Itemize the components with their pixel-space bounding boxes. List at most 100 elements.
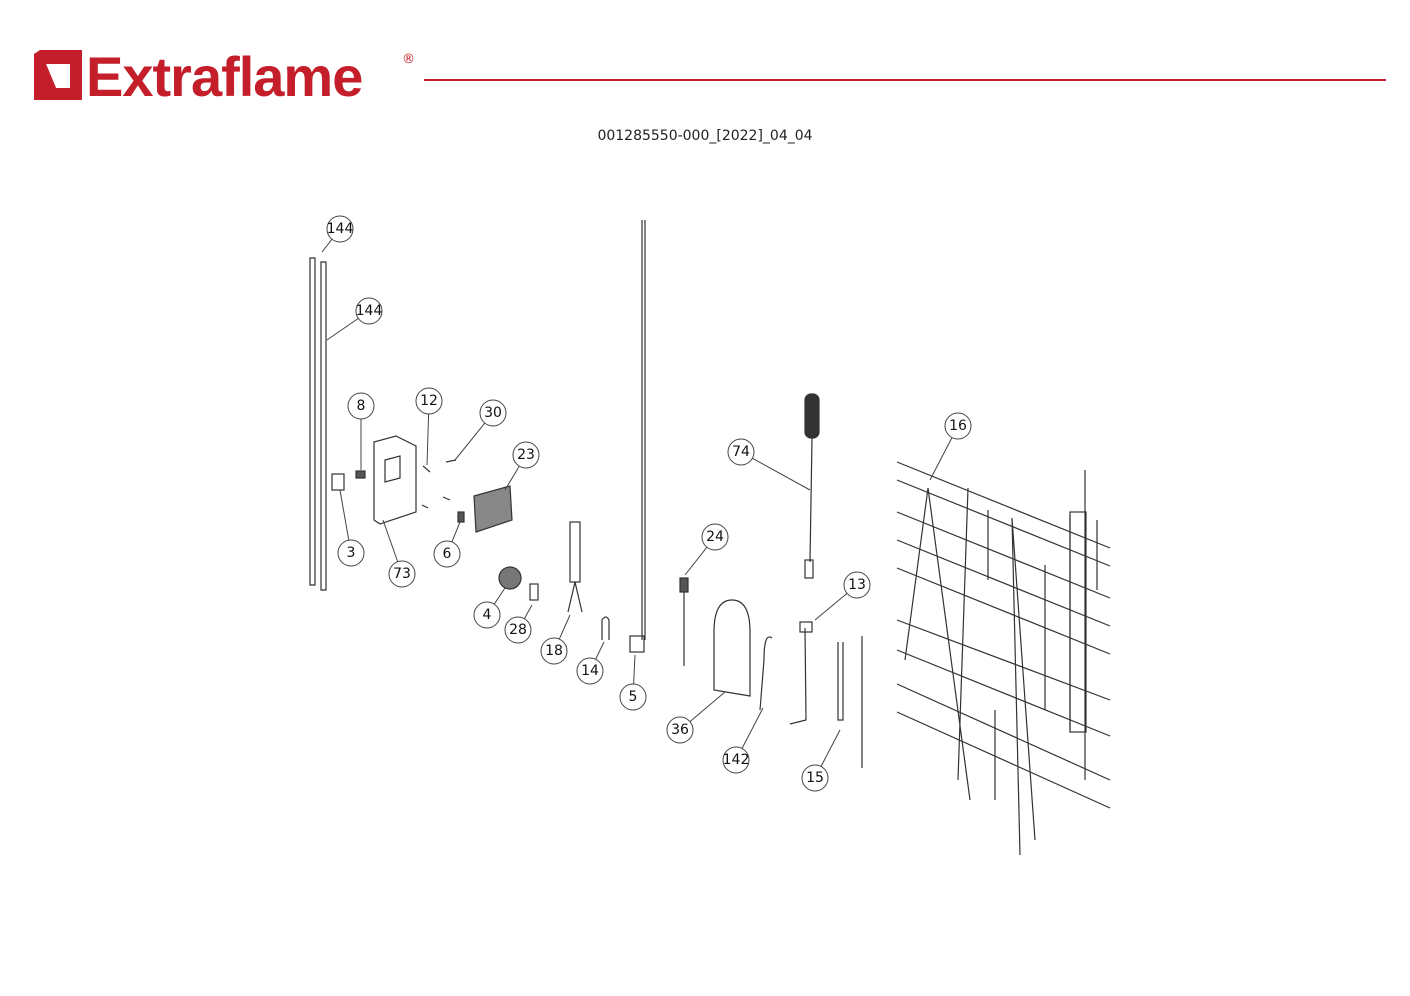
callout-circle	[473, 601, 501, 629]
callout-label: 4	[483, 607, 492, 623]
leader-line	[929, 437, 953, 481]
callout-23: 23	[504, 441, 540, 491]
part-cover	[713, 599, 751, 697]
callout-circle	[355, 297, 383, 325]
callout-circle	[666, 716, 694, 744]
callout-circle	[337, 539, 365, 567]
callout-label: 142	[723, 752, 750, 768]
callout-group: 144 144 8 12 30 23 3 73 6 4 28 18 14 5 24 74 13 36 142 15 16	[321, 215, 972, 792]
callout-5: 5	[619, 654, 647, 711]
part-control-board	[473, 485, 513, 533]
callout-label: 24	[706, 529, 724, 545]
callout-circle	[512, 441, 540, 469]
part-5	[629, 635, 645, 653]
leader-line	[339, 489, 350, 541]
part-28	[529, 583, 539, 601]
callout-14: 14	[576, 641, 605, 685]
callout-15: 15	[801, 729, 841, 792]
registered-mark: ®	[402, 52, 415, 67]
callout-6: 6	[433, 521, 461, 568]
callout-28: 28	[504, 604, 533, 644]
callout-4: 4	[473, 587, 506, 629]
callout-label: 12	[420, 393, 438, 409]
callout-24: 24	[684, 523, 729, 576]
callout-circle	[504, 616, 532, 644]
callout-label: 16	[949, 418, 967, 434]
callout-circle	[479, 399, 507, 427]
part-wiring-harness	[896, 461, 1111, 856]
callout-circle	[433, 540, 461, 568]
part-142	[759, 636, 773, 711]
callout-16: 16	[929, 412, 972, 481]
callout-label: 15	[806, 770, 824, 786]
part-cable-13	[789, 627, 807, 725]
callout-18: 18	[540, 614, 571, 665]
leader-line	[454, 422, 486, 461]
leader-line	[595, 641, 605, 660]
callout-3: 3	[337, 489, 365, 567]
callout-circle	[326, 215, 354, 243]
callout-label: 13	[848, 577, 866, 593]
callout-circle	[347, 392, 375, 420]
part-pressure-switch	[498, 566, 522, 590]
part-14	[601, 616, 610, 640]
part-rod	[320, 261, 327, 591]
callout-circle	[415, 387, 443, 415]
part-bracket	[373, 435, 417, 525]
callout-circle	[801, 764, 829, 792]
leader-line	[684, 546, 708, 576]
leader-line	[493, 587, 506, 605]
leader-line	[523, 604, 533, 619]
part-switch	[331, 473, 345, 491]
callout-label: 30	[484, 405, 502, 421]
callout-144: 144	[326, 297, 383, 341]
callout-circle	[944, 412, 972, 440]
callout-circle	[843, 571, 871, 599]
callout-30: 30	[454, 399, 507, 461]
leader-line	[820, 729, 841, 767]
callout-8: 8	[347, 392, 375, 470]
callout-label: 18	[545, 643, 563, 659]
callout-36: 36	[666, 691, 726, 744]
leader-line	[752, 457, 811, 491]
part-15	[837, 636, 863, 768]
callout-12: 12	[415, 387, 443, 466]
callout-circle	[727, 438, 755, 466]
callout-144: 144	[321, 215, 354, 253]
leader-line	[558, 614, 571, 640]
leader-line	[321, 238, 333, 253]
callout-circle	[619, 683, 647, 711]
leader-line	[426, 413, 430, 466]
part-probe	[569, 521, 581, 583]
parts-drawing	[309, 220, 1111, 856]
callout-label: 36	[671, 722, 689, 738]
part-rod	[309, 257, 316, 586]
brand-logo-mark	[34, 50, 82, 104]
leader-line	[451, 521, 461, 543]
leader-line	[741, 707, 764, 749]
callout-label: 144	[327, 221, 354, 237]
part-74	[804, 393, 820, 439]
callout-circle	[701, 523, 729, 551]
callout-13: 13	[814, 571, 871, 621]
callout-label: 23	[517, 447, 535, 463]
part-8	[355, 470, 366, 479]
callout-label: 8	[357, 398, 366, 414]
header-divider	[424, 79, 1386, 81]
callout-74: 74	[727, 438, 811, 491]
callout-circle	[722, 746, 750, 774]
leader-line	[689, 691, 726, 722]
leader-line	[326, 317, 359, 341]
callout-label: 144	[356, 303, 383, 319]
leader-line	[814, 592, 848, 621]
leader-line	[382, 519, 399, 562]
callout-label: 73	[393, 566, 411, 582]
brand-logo-text: Extraflame	[86, 45, 363, 108]
callout-label: 5	[629, 689, 638, 705]
part-antenna	[641, 220, 646, 640]
document-code: 001285550-000_[2022]_04_04	[597, 128, 813, 144]
leader-line	[504, 465, 520, 491]
callout-label: 6	[443, 546, 452, 562]
callout-label: 3	[347, 545, 356, 561]
